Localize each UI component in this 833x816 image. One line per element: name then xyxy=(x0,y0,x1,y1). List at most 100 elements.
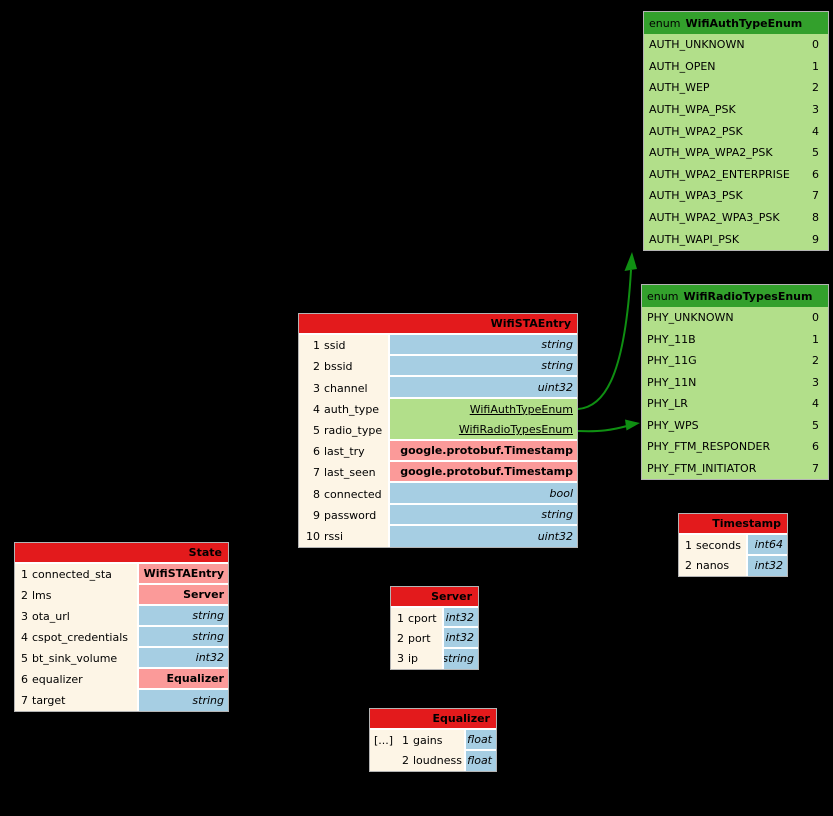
field-tag: 3 xyxy=(313,381,320,395)
message-header: Equalizer xyxy=(370,709,496,730)
enum-entry-value: 5 xyxy=(812,418,819,432)
field-name: seconds xyxy=(696,538,741,552)
field-type: int32 xyxy=(195,651,224,664)
enum-entry-value: 0 xyxy=(812,311,819,325)
field-type: Server xyxy=(183,588,224,601)
field-name: connected_sta xyxy=(32,568,112,581)
field-name: password xyxy=(324,508,377,522)
field-type: float xyxy=(467,754,492,768)
field-name: channel xyxy=(324,381,368,395)
field-name: gains xyxy=(413,733,443,747)
field-type: int32 xyxy=(445,610,474,624)
enum-entry-value: 2 xyxy=(812,354,819,368)
field-tag: 8 xyxy=(313,487,320,501)
enum-table-wifiradiotypesenum: enum WifiRadioTypesEnum PHY_UNKNOWN 0 PHY_… xyxy=(641,284,829,480)
message-title: Equalizer xyxy=(432,712,490,725)
enum-header: enum WifiRadioTypesEnum xyxy=(642,285,828,307)
field-name: equalizer xyxy=(32,673,83,686)
arrowhead-right-icon xyxy=(625,419,640,431)
message-header: Timestamp xyxy=(679,514,787,535)
field-type-cell: string xyxy=(390,504,577,526)
field-name: target xyxy=(32,694,66,707)
enum-entry-value: 1 xyxy=(812,59,819,73)
field-type-cell: string xyxy=(390,335,577,357)
field-type: string xyxy=(192,630,224,643)
enum-type-link[interactable]: WifiAuthTypeEnum xyxy=(469,402,573,416)
enum-keyword: enum xyxy=(647,289,679,303)
field-type-cell: float xyxy=(466,730,496,751)
enum-entry-value: 4 xyxy=(812,124,819,138)
enum-entry-value: 3 xyxy=(812,103,819,117)
enum-entry-value: 6 xyxy=(812,440,819,454)
field-name: ota_url xyxy=(32,610,70,623)
enum-entry-name: PHY_FTM_INITIATOR xyxy=(647,461,757,475)
field-type-cell: WifiRadioTypesEnum xyxy=(390,419,577,442)
field-name: ip xyxy=(408,652,419,666)
enum-title: WifiRadioTypesEnum xyxy=(683,289,813,303)
field-type: float xyxy=(467,732,492,746)
field-type-cell: string xyxy=(139,606,228,627)
enum-type-link[interactable]: WifiRadioTypesEnum xyxy=(458,422,573,436)
field-type: string xyxy=(541,359,573,373)
field-type-cell: string xyxy=(139,690,228,711)
enum-entry-name: AUTH_WPA3_PSK xyxy=(649,189,743,203)
field-type: bool xyxy=(549,486,574,500)
field-type-cell: uint32 xyxy=(390,525,577,548)
message-title: Timestamp xyxy=(712,517,781,530)
enum-entry-name: PHY_11N xyxy=(647,375,697,389)
field-type: uint32 xyxy=(537,529,573,543)
field-tag: 4 xyxy=(313,402,320,416)
enum-entry-name: PHY_UNKNOWN xyxy=(647,311,734,325)
field-name: rssi xyxy=(324,529,344,543)
field-name: lms xyxy=(32,589,52,602)
field-tag: 4 xyxy=(21,631,28,644)
message-header: State xyxy=(15,543,228,564)
field-tag: 6 xyxy=(313,445,320,459)
field-type: int32 xyxy=(445,630,474,644)
field-type: WifiSTAEntry xyxy=(143,567,224,580)
enum-title: WifiAuthTypeEnum xyxy=(685,16,803,30)
field-type: string xyxy=(192,694,224,707)
field-type-cell: int32 xyxy=(444,628,478,649)
field-type: google.protobuf.Timestamp xyxy=(400,444,573,458)
enum-entry-value: 2 xyxy=(812,81,819,95)
field-tag: 9 xyxy=(313,508,320,522)
field-tag: 2 xyxy=(685,559,692,573)
field-type: string xyxy=(444,652,474,666)
message-header: Server xyxy=(391,587,478,608)
field-type-cell: float xyxy=(466,750,496,771)
field-type-cell: WifiSTAEntry xyxy=(139,564,228,585)
repeated-field-marker: [...] xyxy=(374,733,394,747)
